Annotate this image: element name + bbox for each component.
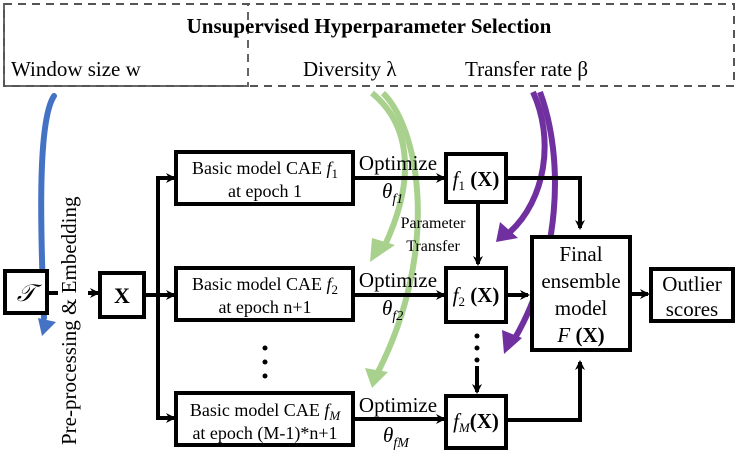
ellipsis-outputs bbox=[474, 333, 480, 363]
model-m: Basic model CAE fM at epoch (M-1)*n+1 bbox=[174, 391, 355, 447]
outlier-line1: Outlier bbox=[662, 272, 721, 296]
embedding-symbol: X bbox=[114, 283, 130, 308]
parameter-transfer-label-1: Parameter bbox=[401, 215, 467, 232]
model-2: Basic model CAE f2 at epoch n+1 bbox=[174, 266, 355, 322]
output-fm-label: fM(X) bbox=[453, 409, 499, 435]
model-m-line2: at epoch (M-1)*n+1 bbox=[192, 423, 337, 444]
hyperparameter-selection-panel: Unsupervised Hyperparameter Selection Wi… bbox=[3, 3, 735, 87]
transfer-rate-label: Transfer rate β bbox=[465, 57, 588, 81]
optimize-label-1: Optimize bbox=[359, 151, 437, 175]
model-m-line1: Basic model CAE fM bbox=[190, 400, 342, 423]
ensemble-line2: ensemble bbox=[541, 269, 620, 293]
output-fm: fM(X) bbox=[444, 394, 508, 450]
output-f1: f1 (X) bbox=[444, 152, 508, 204]
theta-1: θf1 bbox=[382, 179, 403, 207]
embedding-node: X bbox=[98, 271, 146, 319]
model-2-line2: at epoch n+1 bbox=[218, 297, 311, 317]
output-f2-label: f2 (X) bbox=[453, 283, 500, 309]
model-1: Basic model CAE f1 at epoch 1 bbox=[174, 150, 355, 206]
ellipsis-models bbox=[262, 345, 268, 379]
outlier-scores-node: Outlier scores bbox=[649, 267, 735, 323]
ensemble-line1: Final bbox=[559, 242, 602, 266]
ensemble-line3: model bbox=[555, 296, 608, 320]
panel-title: Unsupervised Hyperparameter Selection bbox=[187, 14, 552, 38]
theta-m: θfM bbox=[383, 423, 410, 451]
parameter-transfer-label-2: Transfer bbox=[406, 238, 460, 255]
diversity-arrows bbox=[365, 90, 421, 388]
ensemble-line4: F (X) bbox=[556, 323, 604, 347]
output-f1-label: f1 (X) bbox=[453, 167, 500, 193]
outlier-line2: scores bbox=[666, 297, 718, 321]
window-size-label: Window size w bbox=[11, 57, 142, 81]
theta-2: θf2 bbox=[382, 296, 403, 324]
ensemble-model-node: Final ensemble model F (X) bbox=[530, 235, 632, 352]
output-f2: f2 (X) bbox=[444, 266, 508, 324]
diversity-label: Diversity λ bbox=[303, 57, 397, 81]
model-1-line1: Basic model CAE f1 bbox=[192, 158, 338, 181]
model-2-line1: Basic model CAE f2 bbox=[192, 274, 338, 297]
optimize-label-2: Optimize bbox=[359, 268, 437, 292]
model-1-line2: at epoch 1 bbox=[228, 181, 302, 201]
time-series-node: 𝒯 bbox=[3, 269, 49, 315]
optimize-label-m: Optimize bbox=[359, 393, 437, 417]
preprocessing-label: Pre-processing & Embedding bbox=[57, 196, 81, 445]
